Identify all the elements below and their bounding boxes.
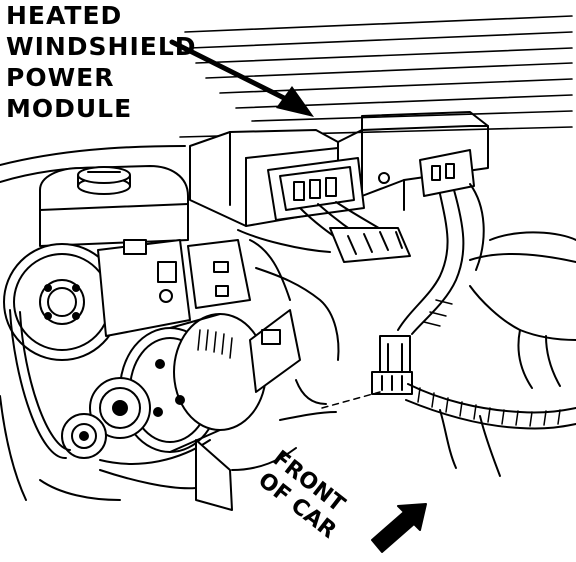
heated-windshield-power-module-callout: HEATED WINDSHIELD POWER MODULE (6, 0, 197, 124)
pulley-small (61, 413, 107, 459)
callout-line-2: WINDSHIELD (6, 32, 197, 61)
strut-tower (469, 231, 576, 389)
callout-line-3: POWER (6, 63, 115, 92)
leader-dashed (321, 391, 381, 409)
engine-bracket (187, 229, 340, 361)
pump-body (97, 239, 191, 337)
alternator (119, 309, 301, 453)
harness-conduit-ribs (417, 299, 561, 427)
engine-lower-block (0, 379, 337, 511)
front-of-car-arrow (371, 503, 427, 553)
firewall-edge (0, 145, 186, 166)
fluid-reservoir (39, 165, 189, 247)
callout-line-1: HEATED (6, 1, 123, 30)
wiring-harness (299, 183, 576, 477)
callout-arrow (169, 39, 314, 117)
callout-line-4: MODULE (6, 94, 133, 123)
pulley-idler (89, 377, 151, 439)
